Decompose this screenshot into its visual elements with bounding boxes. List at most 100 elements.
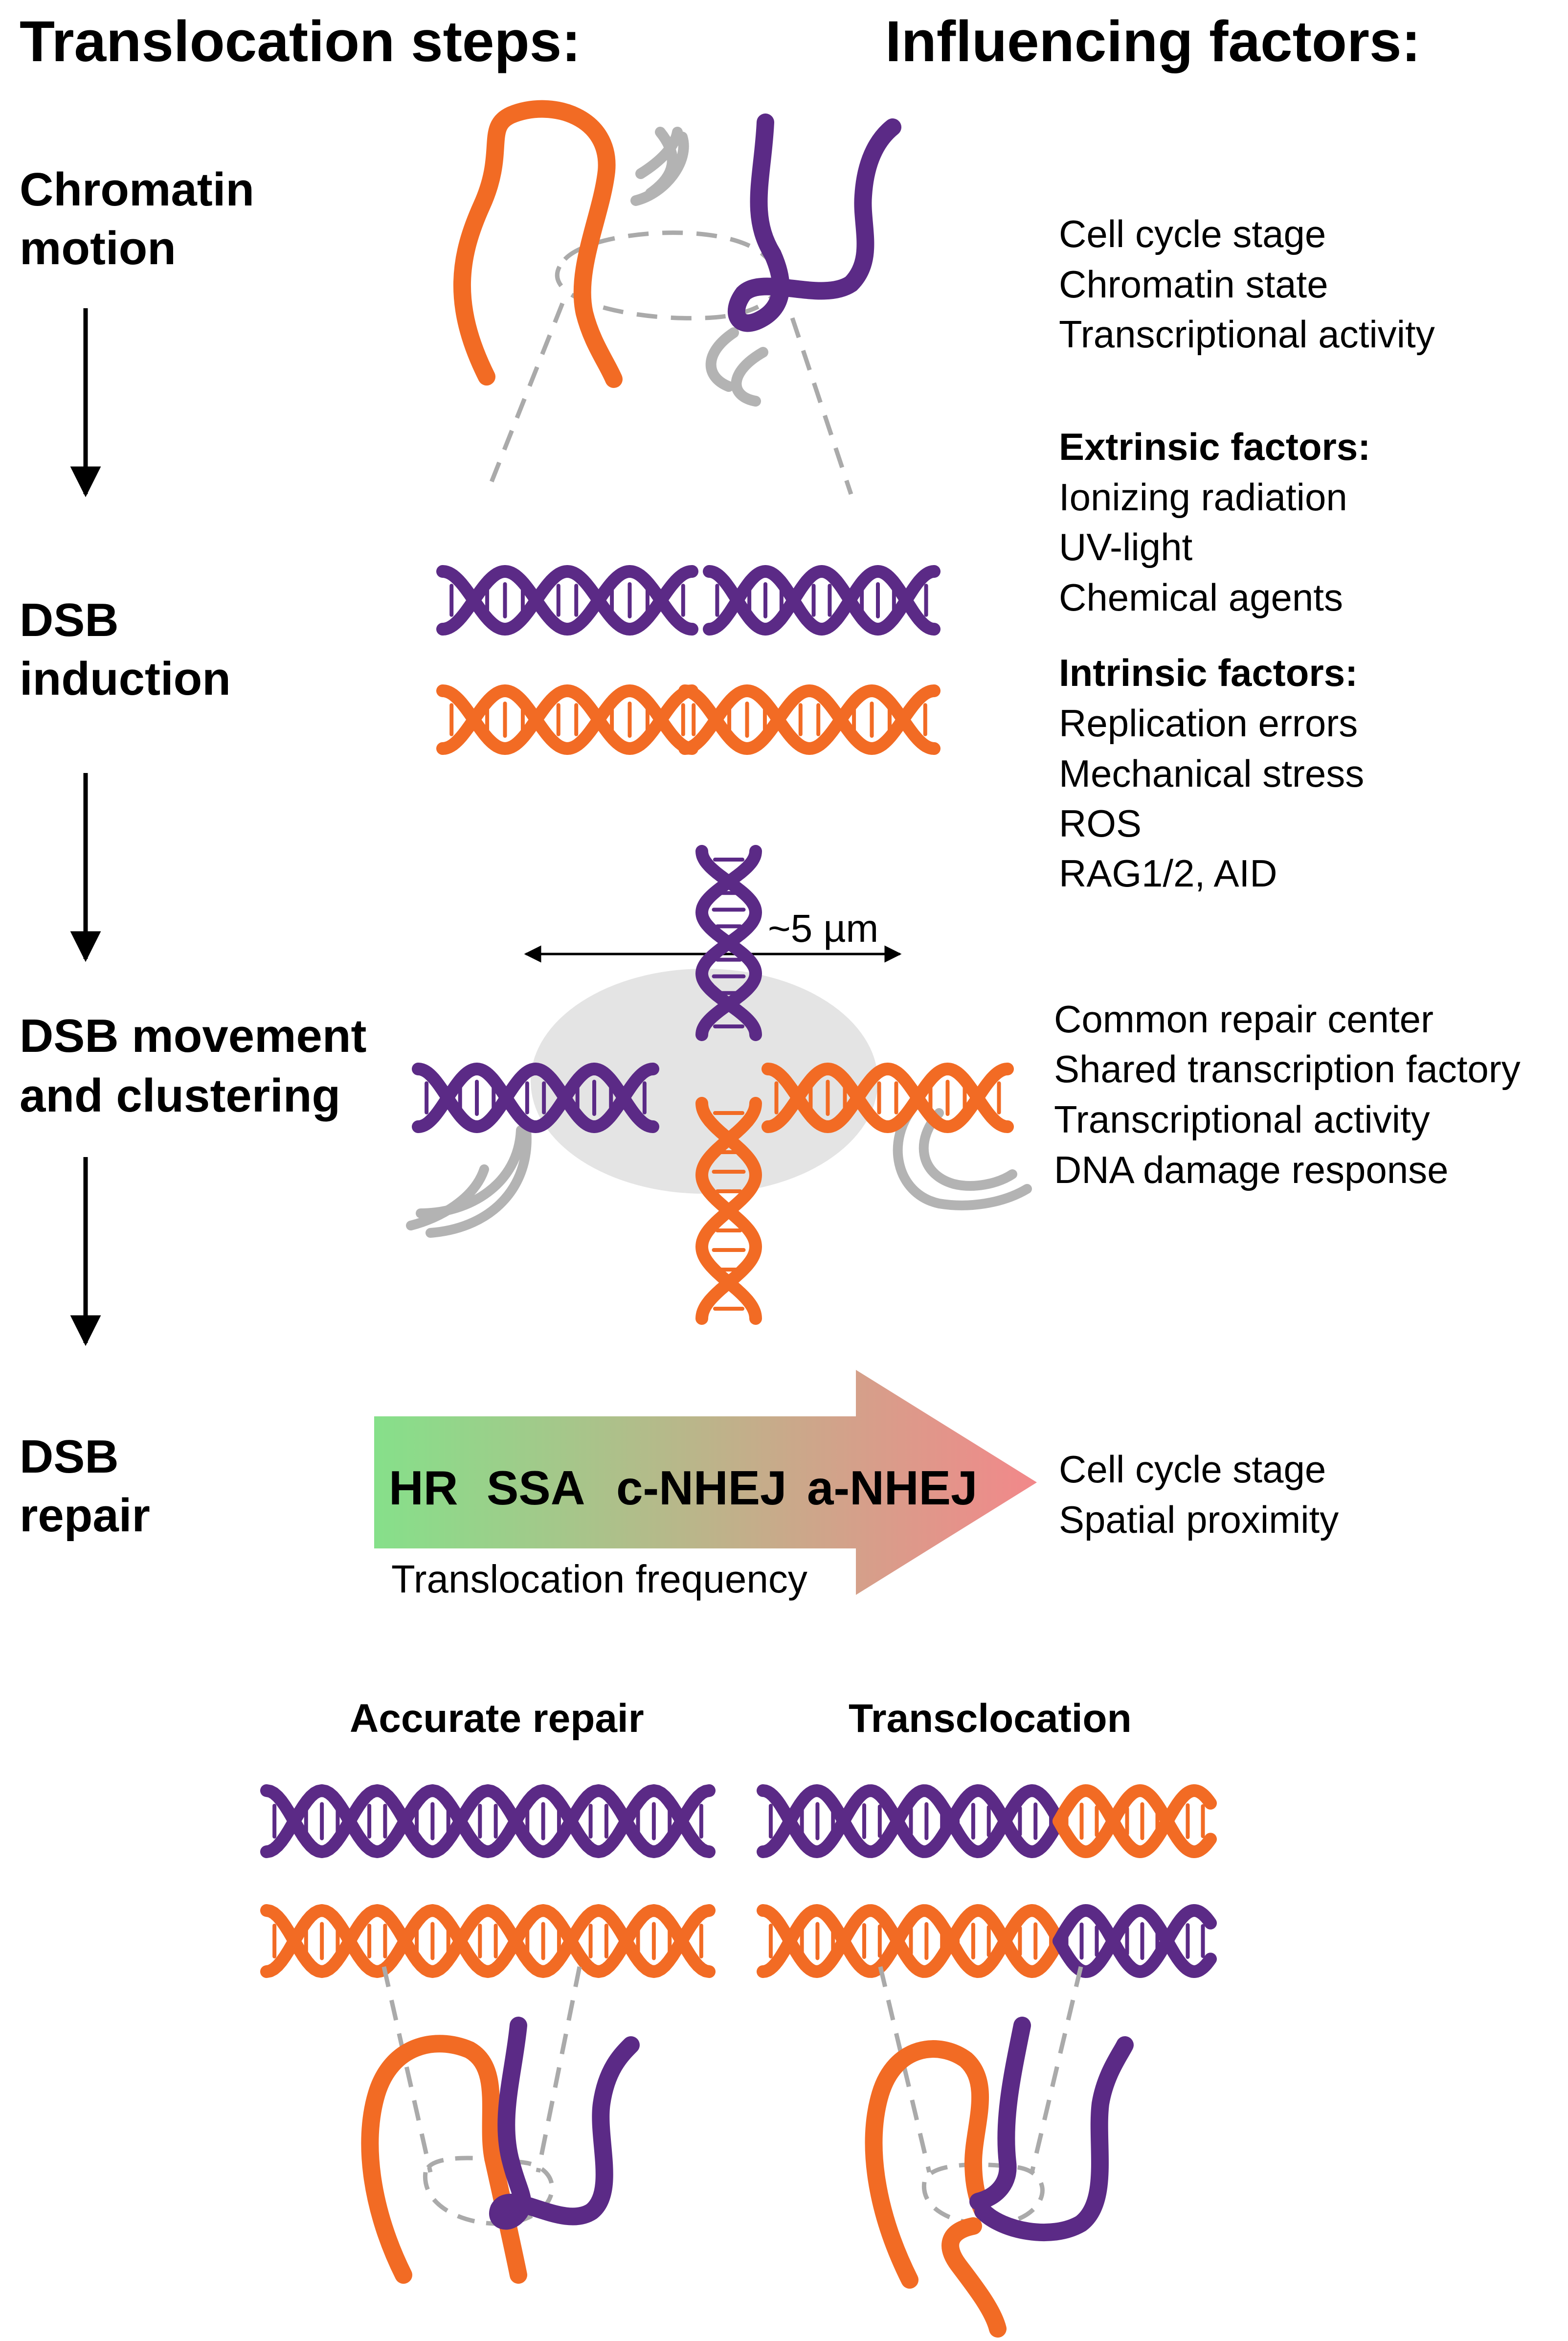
hybrid-helix-orange-purple (757, 1904, 1217, 1978)
chromatin-motion-illustration (453, 100, 901, 495)
header-influencing-factors: Influencing factors: (885, 9, 1421, 74)
helix-backbone (412, 1063, 659, 1133)
factor-item: Replication errors (1059, 702, 1358, 745)
repair-pathway-arrow[interactable]: HR SSA c-NHEJ a-NHEJ (374, 1370, 1037, 1595)
hybrid-segment-orange (1053, 1784, 1217, 1858)
step-label-line2: motion (20, 222, 176, 274)
helix-backbone (703, 565, 941, 636)
helix-fragment-purple-horizontal (412, 1063, 659, 1133)
territory-dashed-ellipse (921, 2162, 1045, 2227)
chromatin-fiber-purple (727, 114, 901, 332)
chromatin-fiber-purple (974, 2036, 1134, 2242)
repair-protein-arc (918, 1108, 1017, 1191)
step-label-line2: repair (20, 1489, 150, 1542)
pathway-a-nhej: a-NHEJ (807, 1461, 978, 1515)
zoom-line-left (381, 1966, 433, 2173)
helix-backbone (436, 684, 698, 755)
factors-chromatin-motion: Cell cycle stage Chromatin state Transcr… (1059, 212, 1435, 356)
factors-intrinsic: Intrinsic factors: Replication errors Me… (1059, 651, 1364, 895)
chromatin-fiber-orange (865, 2040, 992, 2289)
step-label-line1: DSB movement (20, 1010, 367, 1062)
repair-center-cluster (531, 969, 878, 1194)
step-chromatin-motion: Chromatin motion (20, 163, 254, 274)
factors-clustering: Common repair center Shared transcriptio… (1054, 998, 1521, 1191)
hybrid-segment-purple (757, 1784, 1065, 1858)
broken-helix-purple (703, 565, 941, 636)
factor-item: Transcriptional activity (1059, 313, 1435, 356)
helix-backbone (703, 565, 941, 636)
factor-item: Common repair center (1054, 998, 1434, 1041)
factors-extrinsic: Extrinsic factors: Ionizing radiation UV… (1059, 425, 1370, 619)
step-label-line1: DSB (20, 594, 119, 646)
zoom-line-left (878, 1966, 932, 2173)
helix-backbone (436, 565, 698, 636)
helix-backbone (260, 1904, 716, 1978)
step-label-line1: Chromatin (20, 163, 254, 216)
dsb-induction-illustration (436, 565, 941, 755)
motion-arc (635, 127, 683, 179)
chromatin-fiber-purple (969, 2017, 1031, 2210)
helix-backbone (757, 1904, 1065, 1978)
pathway-hr: HR (389, 1461, 458, 1515)
helix-fragment-orange-horizontal (762, 1063, 1014, 1133)
factor-item: Cell cycle stage (1059, 1448, 1326, 1491)
helix-fragment-purple-vertical (695, 845, 762, 1041)
factor-item: Transcriptional activity (1054, 1098, 1430, 1141)
pathway-c-nhej: c-NHEJ (616, 1461, 787, 1515)
factor-item: RAG1/2, AID (1059, 852, 1277, 895)
translocation-frequency-label: Translocation frequency (391, 1557, 807, 1601)
helix-backbone (412, 1063, 659, 1133)
helix-backbone (436, 565, 698, 636)
factor-item: DNA damage response (1054, 1148, 1448, 1191)
step-dsb-repair: DSB repair (20, 1431, 150, 1542)
gradient-arrow-shape (374, 1370, 1037, 1595)
helix-backbone (695, 1097, 762, 1325)
helix-backbone (1053, 1904, 1217, 1978)
hybrid-segment-orange (757, 1904, 1065, 1978)
repaired-helix-purple (260, 1784, 716, 1858)
repair-protein-arc (406, 1120, 532, 1238)
factor-item: Chromatin state (1059, 263, 1328, 306)
helix-backbone (695, 845, 762, 1041)
intrinsic-title: Intrinsic factors: (1059, 651, 1358, 694)
chromatin-fiber-orange (941, 2217, 1007, 2338)
motion-arc (705, 327, 739, 392)
helix-backbone (762, 1063, 1014, 1133)
helix-backbone (1053, 1784, 1217, 1858)
zoom-line-right (1030, 1966, 1083, 2173)
translocation-illustration (757, 1784, 1217, 2338)
zoom-line-right (536, 1966, 582, 2173)
zoom-line-left (484, 302, 565, 495)
helix-backbone (1053, 1904, 1217, 1978)
broken-helix-orange (436, 684, 698, 755)
repaired-helix-orange (260, 1904, 716, 1978)
helix-backbone (260, 1784, 716, 1858)
helix-backbone (260, 1904, 716, 1978)
helix-backbone (757, 1904, 1065, 1978)
motion-arc (731, 347, 768, 407)
hybrid-segment-purple (1053, 1904, 1217, 1978)
header-translocation-steps: Translocation steps: (20, 9, 581, 74)
factor-item: Chemical agents (1059, 576, 1343, 619)
helix-backbone (436, 684, 698, 755)
chromatin-fiber-orange (453, 100, 623, 388)
factor-item: UV-light (1059, 525, 1192, 568)
extrinsic-title: Extrinsic factors: (1059, 425, 1370, 468)
step-dsb-induction: DSB induction (20, 594, 231, 705)
territory-dashed-ellipse (423, 2156, 555, 2226)
dsb-clustering-illustration: ~5 µm (406, 845, 1032, 1325)
factor-item: Ionizing radiation (1059, 476, 1347, 519)
zoom-line-right (790, 317, 853, 495)
motion-arc (630, 127, 689, 206)
factor-item: Shared transcription factory (1054, 1047, 1521, 1091)
helix-backbone (1053, 1784, 1217, 1858)
step-label-line2: and clustering (20, 1069, 340, 1122)
factor-item: ROS (1059, 802, 1142, 845)
factors-repair: Cell cycle stage Spatial proximity (1059, 1448, 1339, 1541)
outcome-translocation-title: Transclocation (849, 1696, 1132, 1741)
chromatin-fiber-orange (361, 2035, 527, 2284)
broken-helix-orange (678, 684, 941, 755)
helix-backbone (678, 684, 941, 755)
helix-backbone (260, 1784, 716, 1858)
